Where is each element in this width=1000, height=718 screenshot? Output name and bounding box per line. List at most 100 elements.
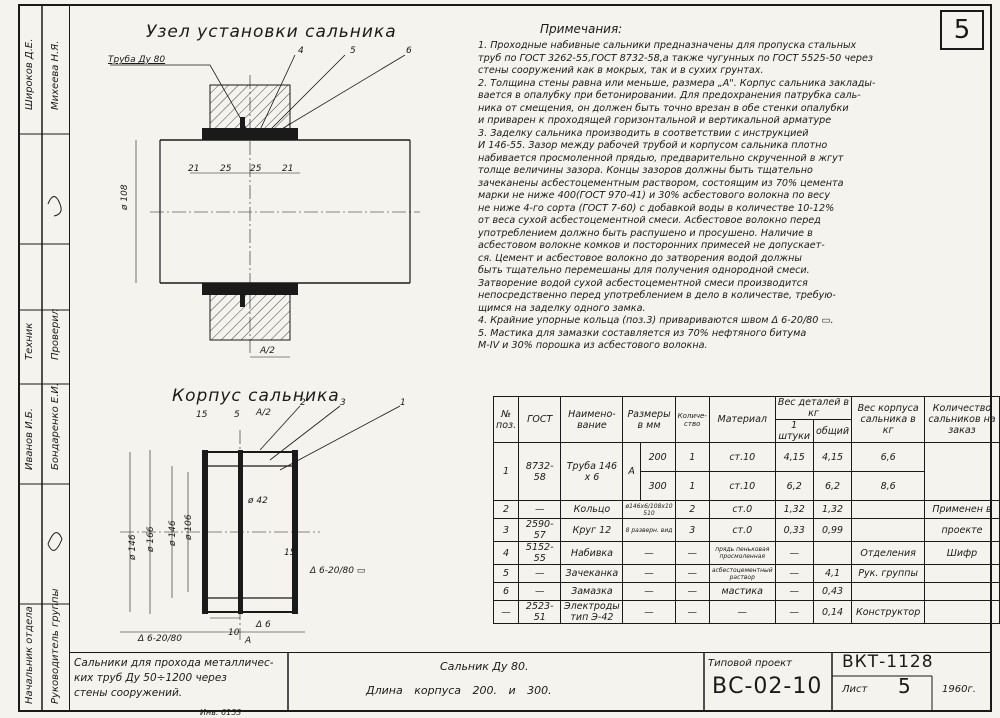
table-row: 4 5152-55 Набивка — — прядь пеньковая пр…	[492, 541, 1000, 565]
cell-w2: 4,1	[812, 564, 853, 583]
sidebar-role-lead: Руководитель группы	[50, 588, 61, 704]
lower-diam-146b: ø 146	[168, 520, 178, 546]
cell-name: Электроды тип Э-42	[560, 600, 624, 624]
cell-qty: 2	[674, 500, 710, 519]
note-line: набивается просмоленной прядью, предвари…	[478, 152, 844, 164]
cell-gost: 5152-55	[518, 541, 562, 565]
sidebar-name-4: Бондаренко Е.И.	[50, 382, 61, 470]
group-lead-label: Рук. группы	[851, 564, 925, 583]
cell-pos: 2	[492, 500, 520, 519]
upper-section-drawing	[110, 55, 420, 358]
cell-name: Набивка	[560, 541, 624, 565]
lower-dim-5: 5	[234, 410, 240, 420]
note-line: зачеканены асбестоцементным раствором, с…	[478, 177, 844, 189]
sidebar-checked: Проверил	[50, 308, 61, 360]
year-label: 1960г.	[942, 684, 976, 695]
note-line: труб по ГОСТ 3262-55,ГОСТ 8732-58,а такж…	[478, 52, 873, 64]
cell-w2	[812, 541, 853, 565]
note-line: щимся на заделку одного замка.	[478, 302, 646, 314]
note-line: непосредственно перед употреблением в де…	[478, 290, 836, 301]
cell-mat: прядь пеньковая просмоленная	[708, 541, 776, 565]
table-row: 5 — Зачеканка — — асбестоцементный раств…	[492, 564, 1000, 583]
lower-dim-15: 15	[196, 410, 208, 420]
note-line: И 146-55. Зазор между рабочей трубой и к…	[478, 140, 828, 151]
lower-diam-146a: ø 146	[128, 534, 138, 560]
cell-size: —	[622, 600, 676, 624]
cell-w1: —	[774, 564, 814, 583]
cell-mat: асбестоцементный раствор	[708, 564, 776, 583]
cell-qty: —	[674, 600, 710, 624]
table-row: 6 — Замазка — — мастика — 0,43	[492, 582, 1000, 601]
cell-mat: ст.0	[708, 518, 776, 542]
group-lead-sign	[923, 564, 1000, 583]
col-weight-total: общий	[812, 419, 853, 443]
project-label: Типовой проект	[708, 658, 792, 669]
col-weight: Вес деталей в кг	[774, 396, 853, 420]
title-desc-line: стены сооружений.	[74, 687, 183, 699]
table-header-row: № поз. ГОСТ Наимено-вание Размеры в мм К…	[492, 396, 1000, 443]
cell-name: Кольцо	[560, 500, 624, 519]
cell-mat: ст.10	[708, 442, 776, 472]
cell-pos: —	[492, 600, 520, 624]
cell-w2: 0,14	[812, 600, 853, 624]
cell-qty: —	[674, 564, 710, 583]
col-pos: № поз.	[492, 396, 520, 443]
cell-sym: А	[622, 442, 641, 501]
note-line: не ниже 4-го сорта (ГОСТ 7-60) с добавко…	[478, 202, 835, 214]
department-label: Отделения	[851, 541, 925, 565]
col-size: Размеры в мм	[622, 396, 676, 443]
callout-5: 5	[350, 46, 356, 56]
note-line: 2. Толщина стены равна или меньше, разме…	[478, 77, 876, 89]
cell-pos: 1	[492, 442, 520, 501]
lower-diam-106: ø 106	[184, 514, 194, 540]
sheet-number: 5	[898, 674, 911, 698]
upper-dim-25a: 25	[220, 164, 232, 174]
cell-qty: 3	[674, 518, 710, 542]
table-row: 300 1 ст.10 6,2 6,2 8,6	[494, 471, 1000, 501]
note-line: ника от смещения, он должен быть точно в…	[478, 102, 849, 114]
notes-block: 1. Проходные набивные сальники предназна…	[478, 40, 936, 353]
cell-w2: 4,15	[812, 442, 853, 472]
lower-weld-3: Δ 6	[256, 620, 271, 630]
upper-dim-25b: 25	[250, 164, 262, 174]
cell-w2: 0,99	[812, 518, 853, 542]
lower-body-drawing	[120, 405, 401, 640]
upper-dim-21a: 21	[188, 164, 200, 174]
sidebar-name-1: Широков Д.Е.	[24, 38, 35, 110]
cell-size: 300	[639, 471, 676, 501]
cell-mat: ст.0	[708, 500, 776, 519]
note-line: от веса сухой асбестоцементной смеси. Ас…	[478, 215, 821, 226]
col-material: Материал	[708, 396, 776, 443]
note-line: М-IV и 30% порошка из асбестового волокн…	[478, 340, 708, 351]
cell-qty: —	[674, 582, 710, 601]
sidebar-name-2: Михеева Н.Я.	[50, 40, 61, 110]
cell-name: Круг 12	[560, 518, 624, 542]
sidebar-role-head: Начальник отдела	[24, 606, 35, 704]
cell-gost: 2523-51	[518, 600, 562, 624]
cell-pos: 4	[492, 541, 520, 565]
cell-w2: 0,43	[812, 582, 853, 601]
sidebar-role-technician: Техник	[24, 322, 35, 360]
note-line: ся. Цемент и асбестовое волокно до затво…	[478, 252, 802, 264]
note-line: 5. Мастика для замазки составляется из 7…	[478, 327, 807, 339]
callout-3: 3	[340, 398, 346, 408]
cell-mat: —	[708, 600, 776, 624]
col-body-weight: Вес корпуса сальника в кг	[851, 396, 925, 443]
drawing-title-body: Корпус сальника	[172, 386, 340, 406]
lower-diam-166: ø 166	[146, 526, 156, 552]
code-label: Шифр	[923, 541, 1000, 565]
note-line: вается в опалубку при бетонировании. Для…	[478, 90, 861, 101]
note-line: 3. Заделку сальника производить в соотве…	[478, 127, 809, 139]
callout-6: 6	[406, 46, 412, 56]
sidebar-grid	[18, 4, 70, 712]
sheet-label: Лист	[842, 684, 868, 695]
cell-size: —	[622, 541, 676, 565]
drawing-title-top: Узел установки сальника	[146, 22, 397, 42]
note-line: асбестовом волокне комков и посторонних …	[478, 240, 825, 251]
cell-name: Замазка	[560, 582, 624, 601]
sidebar-name-3: Иванов И.Б.	[24, 408, 35, 470]
col-name: Наимено-вание	[560, 396, 624, 443]
cell-w1: —	[774, 541, 814, 565]
cell-name: Зачеканка	[560, 564, 624, 583]
upper-dim-A2: A/2	[260, 346, 275, 356]
